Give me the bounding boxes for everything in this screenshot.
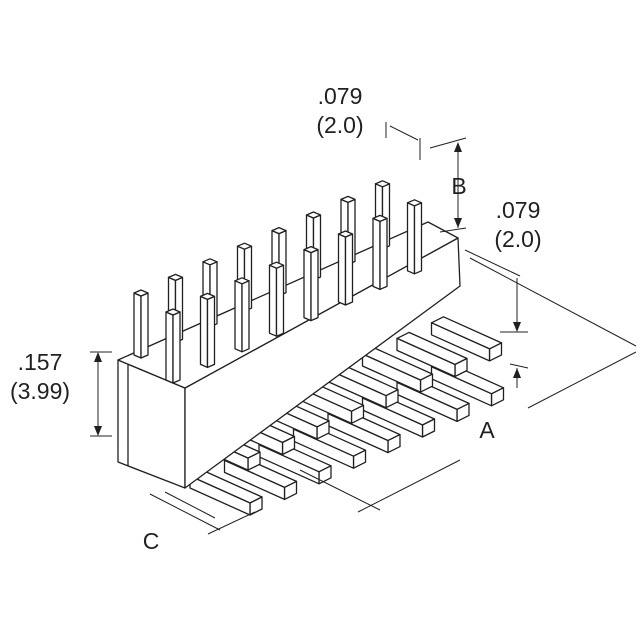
pin-tip [340, 195, 356, 204]
pin-face [372, 217, 381, 291]
pin-front-row [303, 245, 319, 322]
row-pitch-dimension: .079 (2.0) [478, 196, 558, 254]
pin-tip [337, 230, 354, 238]
pins [133, 180, 423, 384]
pin-face [303, 248, 312, 322]
pin-front-row [234, 277, 250, 353]
pin-face [413, 202, 423, 275]
pin-front-row [372, 214, 388, 291]
pin-tip [165, 308, 181, 316]
pin-tip [271, 226, 287, 235]
pin-tip [234, 277, 250, 285]
dimension-inch: .157 [17, 349, 63, 375]
dimension-mm: (2.0) [316, 112, 364, 138]
pin-face [337, 233, 347, 306]
lead-front-row [361, 347, 434, 393]
pin-tip [202, 258, 218, 266]
dimension-inch: .079 [495, 197, 541, 223]
label-c: C [142, 528, 160, 554]
pin-tip [236, 242, 253, 250]
pin-tip [133, 289, 149, 297]
lead-side [223, 459, 286, 501]
pin-face [275, 264, 285, 337]
pin-face [406, 202, 416, 275]
lead-side [430, 322, 491, 362]
pin-front-row [199, 292, 216, 369]
label-a: A [479, 417, 495, 443]
pin-face [234, 280, 243, 353]
pin-tip [167, 273, 184, 282]
pin-tip [406, 199, 423, 207]
lead-side [361, 353, 422, 393]
right-angle-leads [189, 316, 505, 516]
lead-back-row [189, 469, 263, 516]
pin-face [199, 295, 209, 369]
pin-face [344, 233, 354, 306]
dimension-lines [90, 122, 637, 535]
pin-back-row [133, 289, 149, 359]
pin-front-row [337, 230, 354, 306]
pin-tip [374, 180, 391, 188]
pin-front-row [165, 308, 181, 384]
pin-front-row [406, 199, 423, 275]
pin-face [241, 280, 250, 353]
pin-face [140, 292, 149, 359]
label-b: B [451, 173, 467, 199]
pin-tip [199, 292, 216, 301]
height-dimension: .157 (3.99) [0, 348, 80, 406]
lead-front-row [396, 331, 468, 378]
dimension-mm: (3.99) [9, 378, 71, 404]
pin-face [310, 248, 319, 322]
pin-front-row [268, 261, 285, 337]
pin-tip [372, 214, 388, 223]
pin-face [206, 295, 216, 369]
lead-side [396, 337, 456, 378]
lead-front-row [430, 316, 503, 362]
pin-face [172, 311, 181, 384]
top-pitch-dimension: .079 (2.0) [300, 82, 380, 140]
pin-face [133, 292, 142, 359]
dimension-inch: .079 [317, 83, 363, 109]
pin-tip [305, 211, 322, 219]
pin-face [165, 311, 174, 384]
pin-tip [303, 245, 319, 254]
pin-tip [268, 261, 285, 269]
pin-face [379, 217, 388, 291]
pin-face [268, 264, 278, 337]
dimension-mm: (2.0) [494, 226, 542, 252]
